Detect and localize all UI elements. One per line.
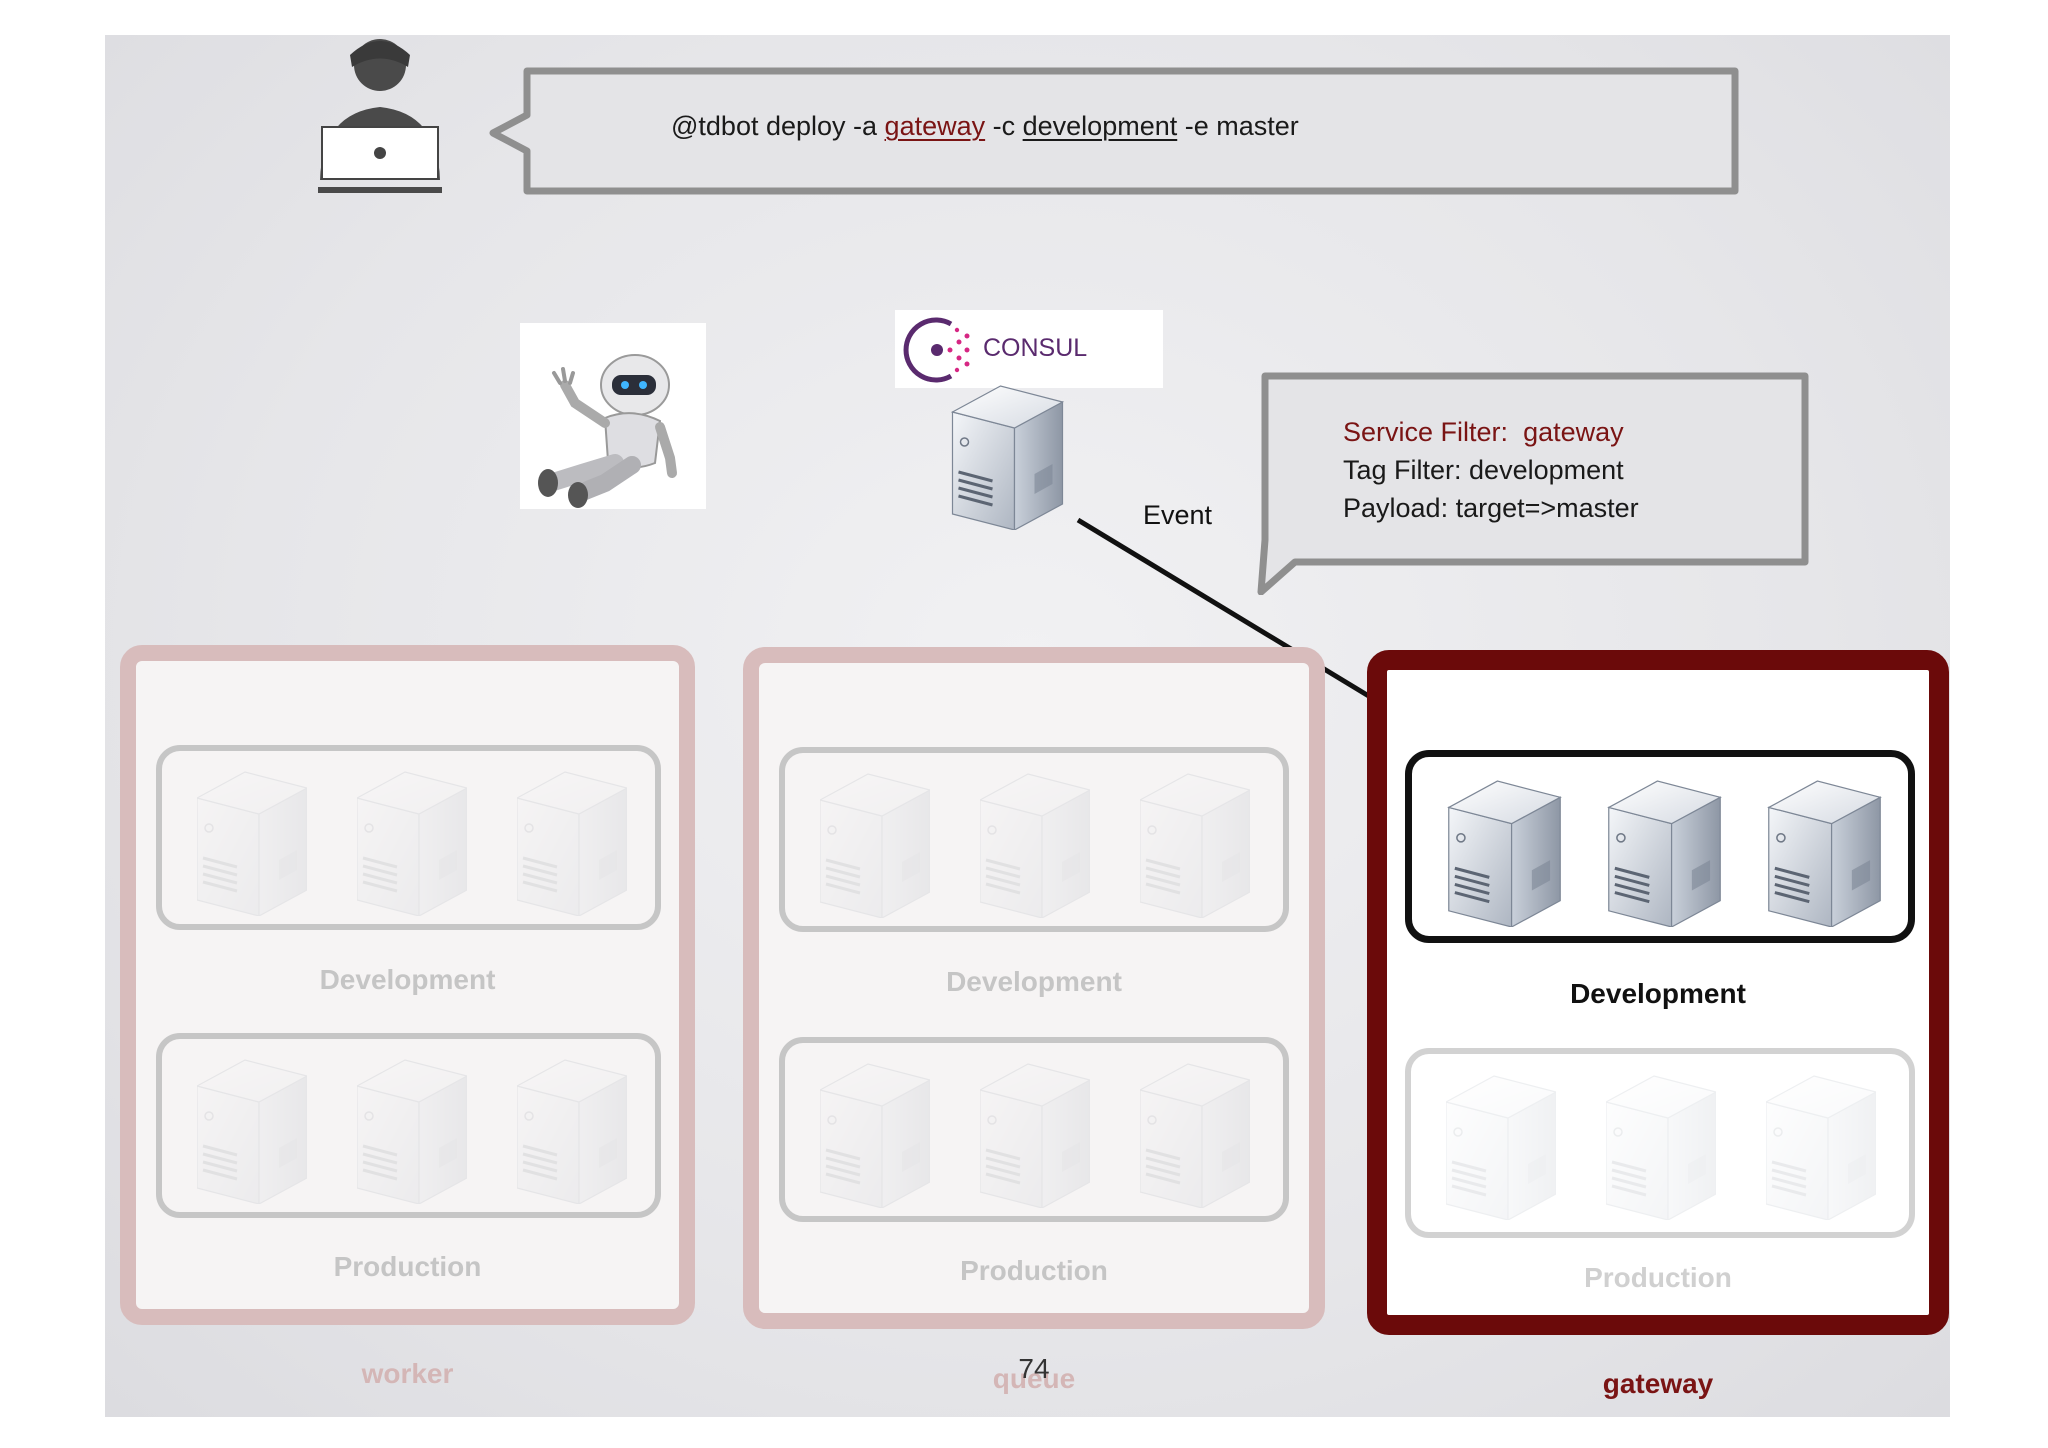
command-bubble bbox=[489, 67, 1739, 195]
server-icon bbox=[357, 770, 467, 916]
server-icon bbox=[1140, 1062, 1250, 1208]
server-icon bbox=[197, 770, 307, 916]
server-icon bbox=[1446, 1074, 1556, 1220]
slide: @tdbot deploy -a gateway -c development … bbox=[105, 35, 1950, 1417]
server-icon bbox=[197, 1058, 307, 1204]
worker-dev-label: Development bbox=[319, 964, 496, 995]
group-gateway-label: gateway bbox=[1602, 1368, 1714, 1399]
server-icon bbox=[1607, 779, 1722, 927]
server-icon bbox=[517, 1058, 627, 1204]
gateway-prod-env bbox=[1405, 1048, 1915, 1238]
queue-dev-env bbox=[779, 747, 1289, 932]
gateway-dev-label: Development bbox=[1570, 978, 1746, 1009]
service-filter-label: Service Filter: bbox=[1343, 417, 1509, 447]
group-worker: Development Production bbox=[120, 645, 695, 1325]
server-icon bbox=[1447, 779, 1562, 927]
worker-prod-label: Production bbox=[333, 1251, 482, 1282]
server-icon bbox=[1140, 772, 1250, 918]
page-number: 74 bbox=[1018, 1353, 1050, 1384]
robot-image bbox=[520, 323, 706, 509]
consul-label: CONSUL bbox=[983, 334, 1088, 362]
consul-logo: CONSUL bbox=[895, 310, 1163, 388]
command-e-flag: -e master bbox=[1177, 111, 1299, 141]
command-cluster: development bbox=[1022, 111, 1178, 141]
group-queue-label: queue bbox=[992, 1363, 1076, 1394]
group-gateway: Development Production bbox=[1367, 650, 1949, 1335]
user-laptop-icon bbox=[318, 39, 442, 193]
server-icon bbox=[517, 770, 627, 916]
service-filter-value: gateway bbox=[1523, 417, 1624, 447]
group-queue: Development Production bbox=[743, 647, 1325, 1329]
filter-bubble bbox=[1257, 372, 1809, 595]
command-text: @tdbot deploy -a gateway -c development … bbox=[671, 111, 1299, 142]
robot-icon bbox=[538, 354, 677, 508]
server-icon bbox=[820, 1062, 930, 1208]
server-icon bbox=[1766, 1074, 1876, 1220]
command-c-flag: -c bbox=[985, 111, 1023, 141]
service-filter-line: Service Filter: gateway bbox=[1343, 417, 1624, 448]
group-worker-label: worker bbox=[361, 1358, 454, 1389]
server-icon bbox=[1606, 1074, 1716, 1220]
server-icon bbox=[1767, 779, 1882, 927]
worker-prod-env bbox=[156, 1033, 661, 1218]
queue-prod-label: Production bbox=[960, 1255, 1108, 1286]
server-icon bbox=[980, 1062, 1090, 1208]
command-app: gateway bbox=[884, 111, 986, 141]
queue-prod-env bbox=[779, 1037, 1289, 1222]
payload-line: Payload: target=>master bbox=[1343, 493, 1639, 523]
server-icon bbox=[820, 772, 930, 918]
tag-filter-line: Tag Filter: development bbox=[1343, 455, 1624, 485]
server-icon bbox=[980, 772, 1090, 918]
event-label: Event bbox=[1143, 500, 1213, 530]
server-icon bbox=[357, 1058, 467, 1204]
gateway-prod-label: Production bbox=[1584, 1262, 1732, 1293]
command-prefix: @tdbot deploy -a bbox=[671, 111, 885, 141]
consul-icon bbox=[903, 317, 970, 383]
queue-dev-label: Development bbox=[946, 966, 1122, 997]
worker-dev-env bbox=[156, 745, 661, 930]
gateway-dev-env bbox=[1405, 750, 1915, 943]
